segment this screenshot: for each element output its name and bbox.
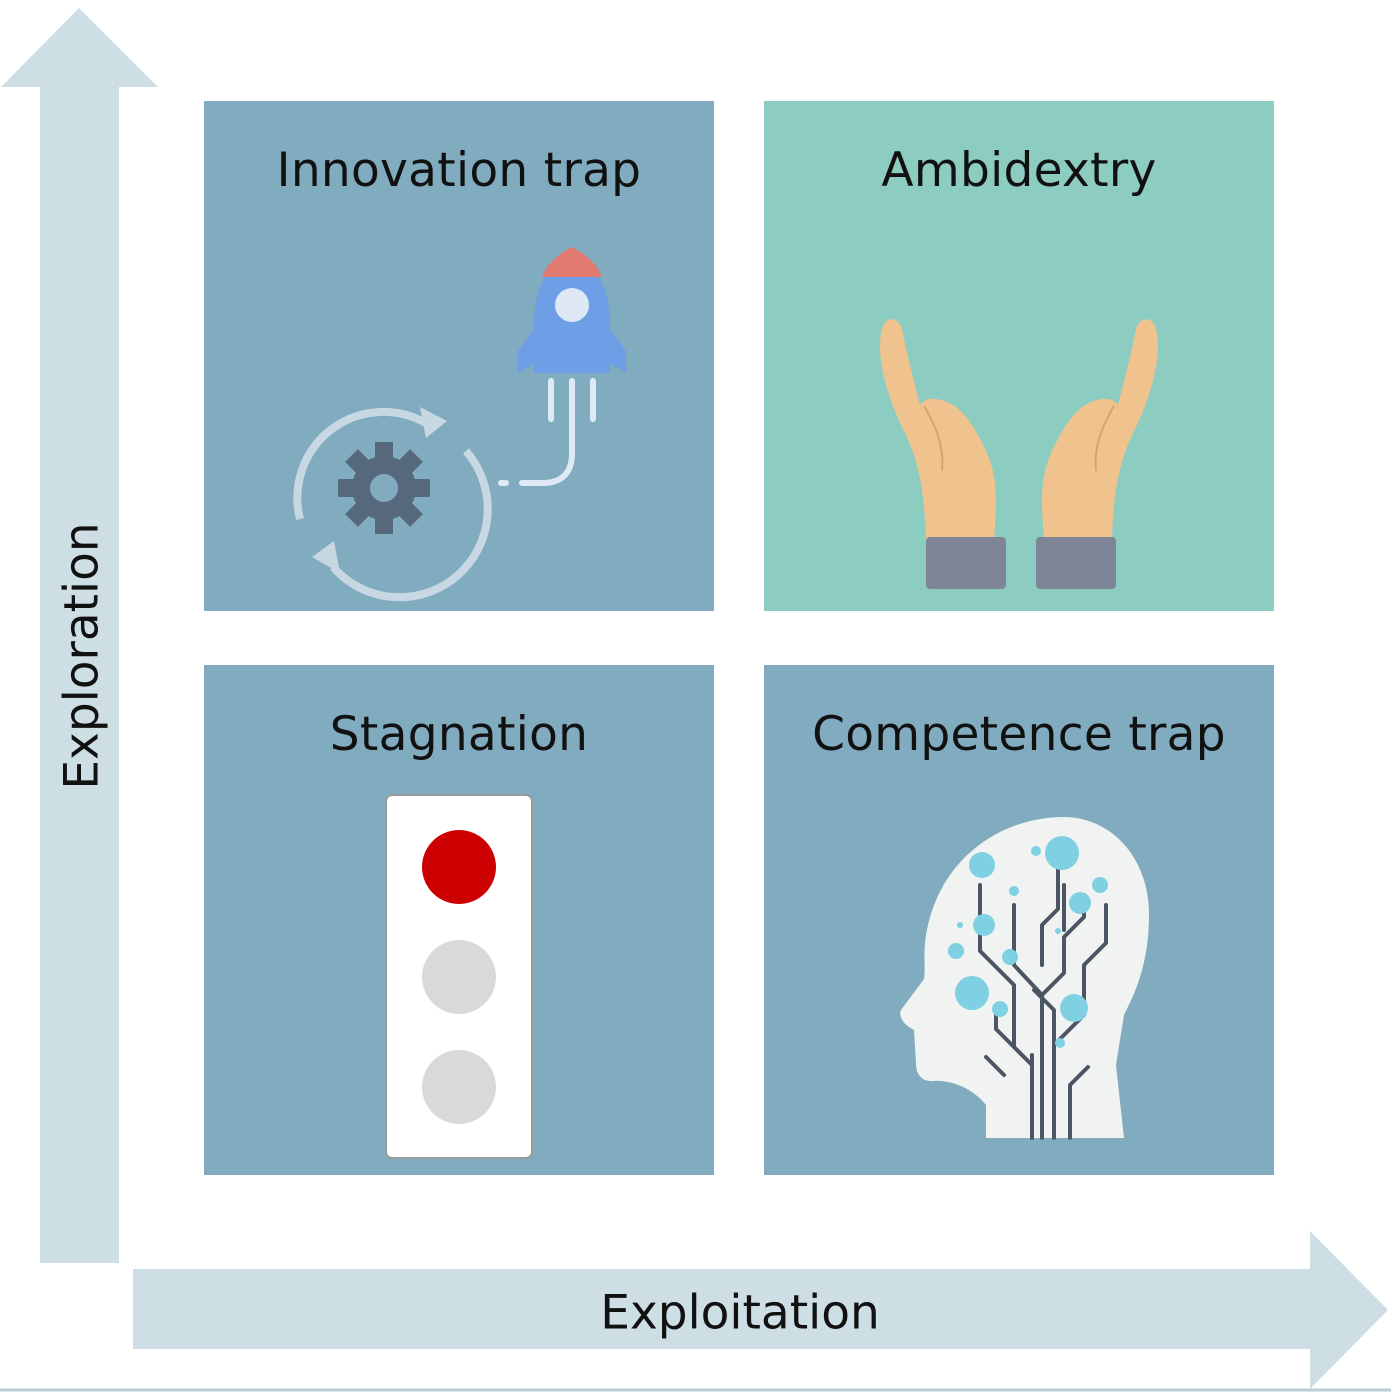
quadrant-competence-trap: Competence trap (764, 665, 1274, 1175)
quadrant-title: Stagnation (329, 707, 589, 762)
quadrant-title: Ambidextry (881, 143, 1157, 198)
green-light (422, 1050, 496, 1124)
traffic-light-icon (385, 794, 533, 1159)
x-axis-arrow (133, 1231, 1388, 1389)
amber-light (422, 940, 496, 1014)
quadrant-ambidextry: Ambidextry (764, 101, 1274, 611)
y-axis-arrow (1, 8, 158, 1263)
quadrant-title: Competence trap (812, 707, 1226, 762)
x-axis-label: Exploitation (600, 1285, 880, 1341)
ai-head-icon (900, 817, 1149, 1140)
quadrant-innovation-trap: Innovation trap (204, 101, 714, 611)
open-hands-icon (880, 319, 1158, 589)
quadrant-title: Innovation trap (276, 143, 642, 198)
red-light (422, 830, 496, 904)
y-axis-label: Exploration (54, 522, 110, 790)
rocket-gear-icon (293, 247, 626, 602)
quadrant-stagnation: Stagnation (204, 665, 714, 1175)
